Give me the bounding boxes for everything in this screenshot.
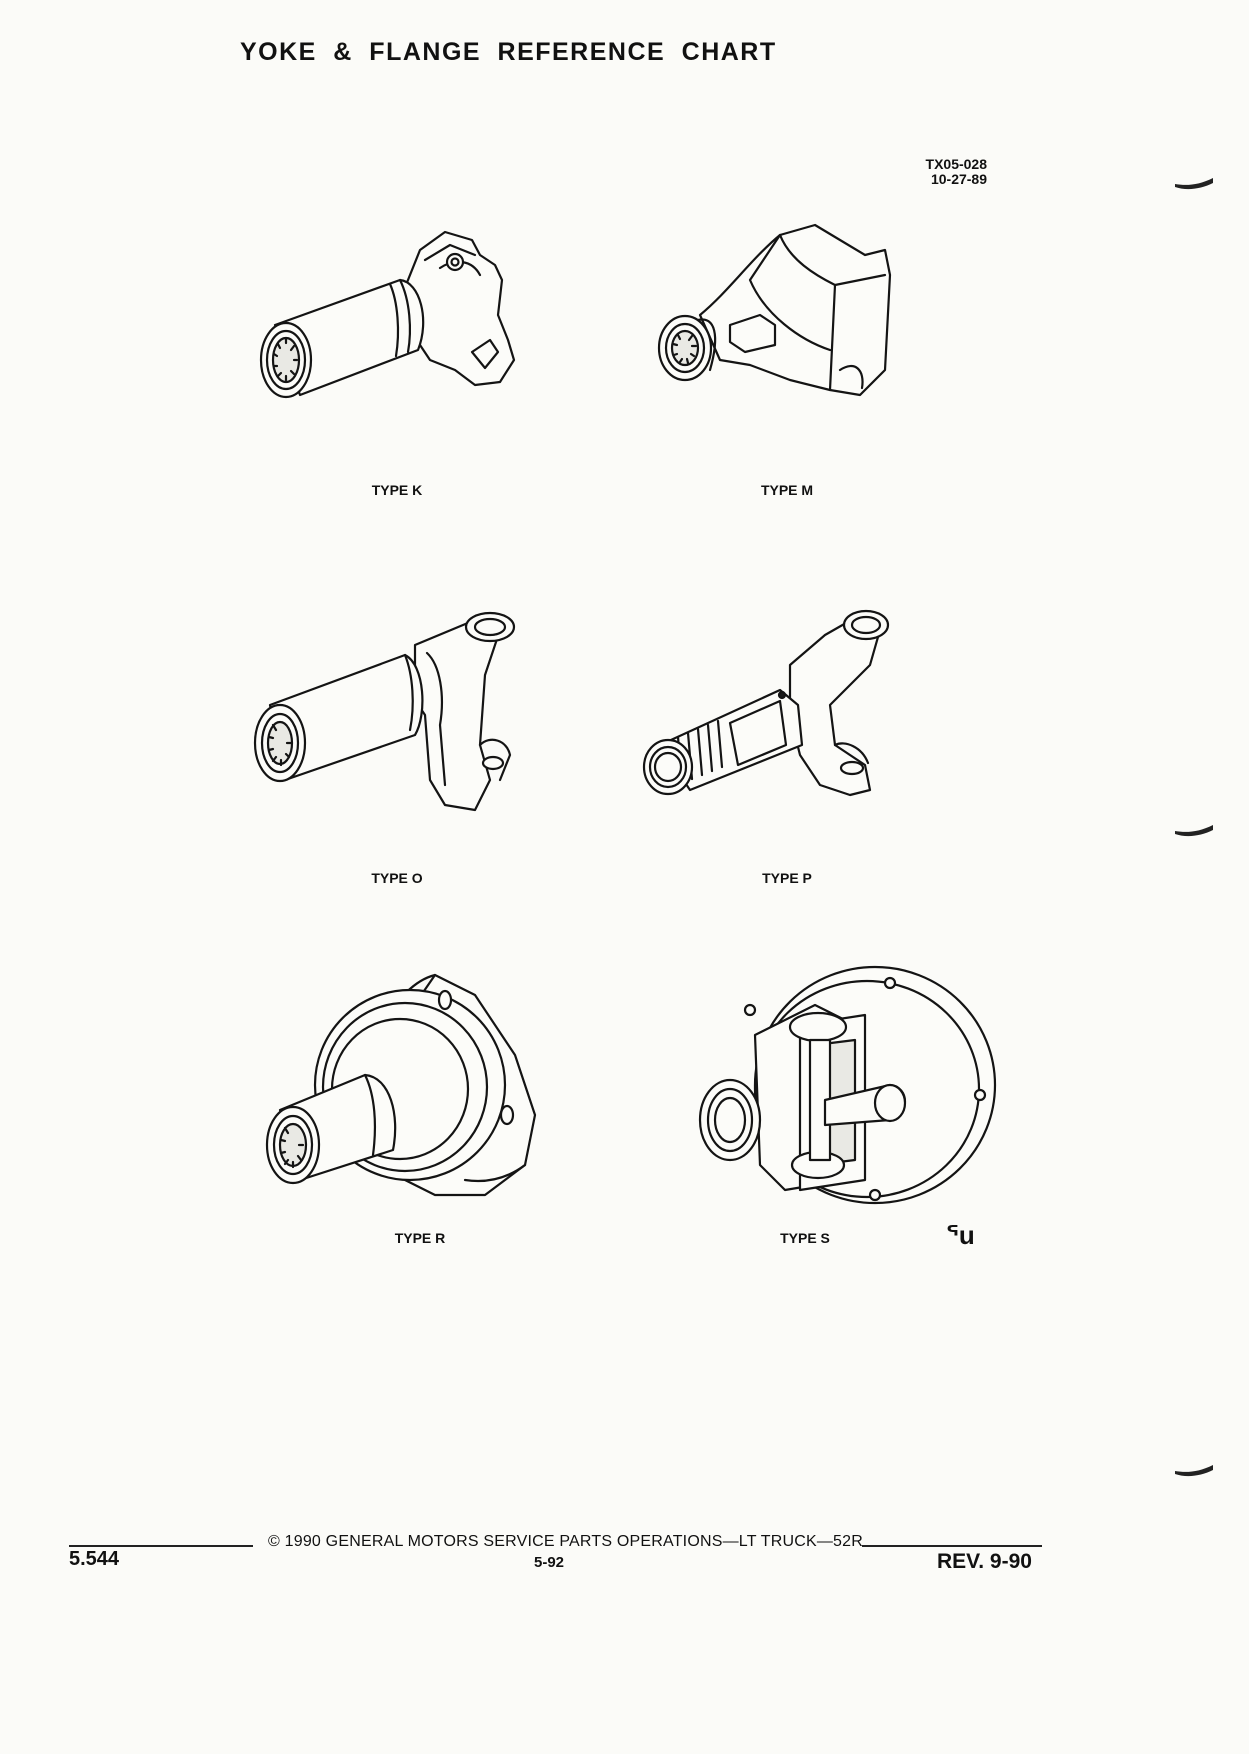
flange-type-r-illustration xyxy=(255,945,615,1245)
yoke-type-p-illustration xyxy=(630,575,990,875)
scan-artifact-mark xyxy=(1175,178,1215,192)
figure-label-type-s: TYPE S xyxy=(780,1230,830,1246)
figure-label-type-r: TYPE R xyxy=(394,1230,446,1246)
footer-rule-left xyxy=(69,1545,253,1547)
figure-label-type-k: TYPE K xyxy=(371,482,423,498)
footer-rule-right xyxy=(862,1545,1042,1547)
flange-type-s-illustration xyxy=(675,945,1035,1245)
figure-label-type-m: TYPE M xyxy=(760,482,814,498)
figure-label-type-o: TYPE O xyxy=(371,870,423,886)
yoke-type-k-illustration xyxy=(240,190,600,490)
reference-code: TX05-028 xyxy=(925,156,987,172)
footer-page-number: 5-92 xyxy=(534,1554,565,1571)
page-title: YOKE & FLANGE REFERENCE CHART xyxy=(240,38,777,66)
footer-copyright: © 1990 GENERAL MOTORS SERVICE PARTS OPER… xyxy=(268,1533,864,1550)
footer-revision: REV. 9-90 xyxy=(937,1550,1032,1573)
scan-artifact-mark xyxy=(1175,1465,1215,1479)
yoke-type-m-illustration xyxy=(640,190,1000,490)
reference-block: TX05-028 10-27-89 xyxy=(847,157,987,187)
scan-artifact-mark xyxy=(1175,825,1215,839)
figure-label-type-p: TYPE P xyxy=(762,870,812,886)
reference-date: 10-27-89 xyxy=(930,171,987,187)
revision-mark: ᕐu xyxy=(946,1220,975,1250)
footer-page-reference: 5.544 xyxy=(69,1548,120,1570)
yoke-type-o-illustration xyxy=(245,575,605,875)
